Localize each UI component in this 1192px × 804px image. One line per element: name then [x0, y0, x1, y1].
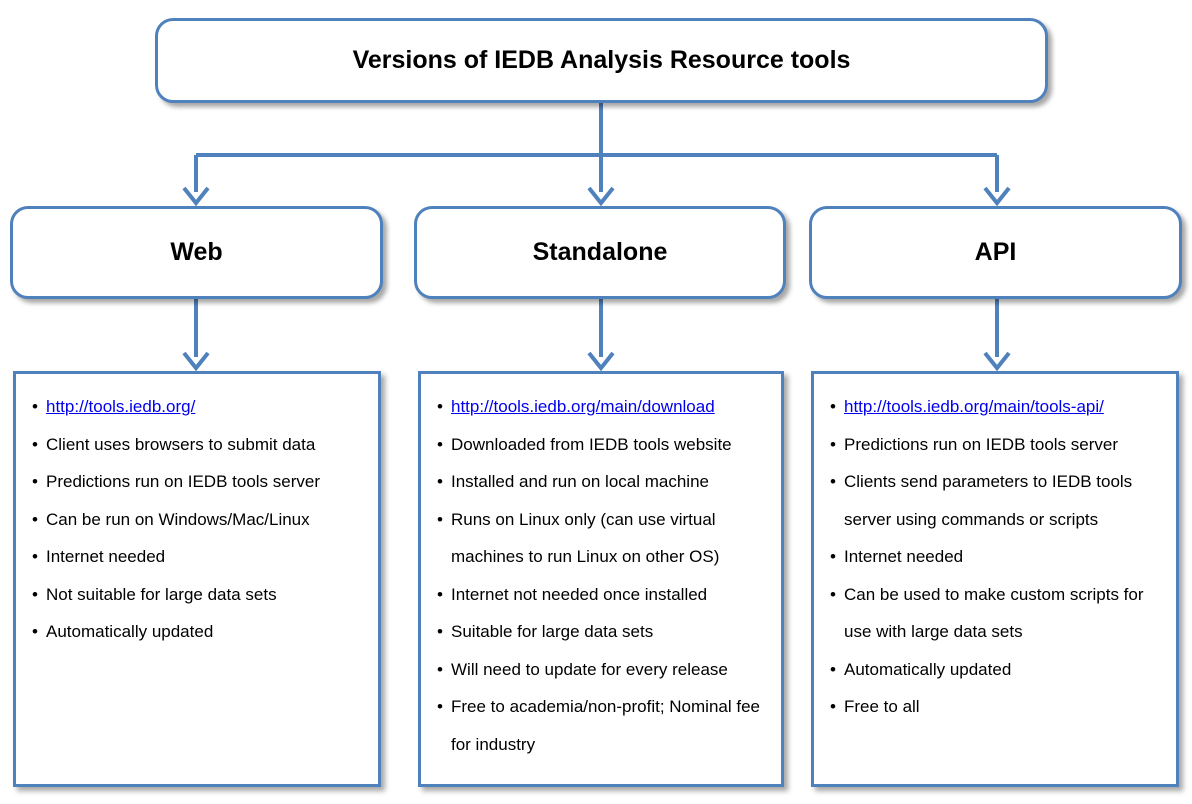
standalone-label: Standalone — [532, 238, 668, 266]
api-node: API — [809, 206, 1182, 299]
list-item: Predictions run on IEDB tools server — [32, 463, 368, 501]
standalone-link[interactable]: http://tools.iedb.org/main/download — [451, 397, 715, 416]
standalone-link-item: http://tools.iedb.org/main/download — [437, 388, 771, 426]
list-item: Internet not needed once installed — [437, 576, 771, 614]
list-item: Free to all — [830, 688, 1166, 726]
list-item: Downloaded from IEDB tools website — [437, 426, 771, 464]
list-item: Internet needed — [830, 538, 1166, 576]
api-link[interactable]: http://tools.iedb.org/main/tools-api/ — [844, 397, 1104, 416]
root-node: Versions of IEDB Analysis Resource tools — [155, 18, 1048, 103]
web-arrowhead-bottom — [182, 351, 210, 372]
web-label: Web — [170, 238, 223, 266]
web-feature-list: http://tools.iedb.org/ Client uses brows… — [32, 388, 368, 651]
list-item: Free to academia/non-profit; Nominal fee… — [437, 688, 771, 763]
api-arrowhead-top — [983, 186, 1011, 207]
list-item: Installed and run on local machine — [437, 463, 771, 501]
api-feature-list: http://tools.iedb.org/main/tools-api/ Pr… — [830, 388, 1166, 726]
standalone-details-box: http://tools.iedb.org/main/download Down… — [418, 371, 784, 787]
list-item: Suitable for large data sets — [437, 613, 771, 651]
list-item: Automatically updated — [830, 651, 1166, 689]
list-item: Clients send parameters to IEDB tools se… — [830, 463, 1166, 538]
web-link-item: http://tools.iedb.org/ — [32, 388, 368, 426]
api-link-item: http://tools.iedb.org/main/tools-api/ — [830, 388, 1166, 426]
root-label: Versions of IEDB Analysis Resource tools — [352, 46, 851, 74]
list-item: Can be used to make custom scripts for u… — [830, 576, 1166, 651]
standalone-arrowhead-top — [587, 186, 615, 207]
web-link[interactable]: http://tools.iedb.org/ — [46, 397, 196, 416]
list-item: Automatically updated — [32, 613, 368, 651]
api-arrowhead-bottom — [983, 351, 1011, 372]
web-details-box: http://tools.iedb.org/ Client uses brows… — [13, 371, 381, 787]
api-details-box: http://tools.iedb.org/main/tools-api/ Pr… — [811, 371, 1179, 787]
list-item: Client uses browsers to submit data — [32, 426, 368, 464]
standalone-feature-list: http://tools.iedb.org/main/download Down… — [437, 388, 771, 763]
standalone-node: Standalone — [414, 206, 786, 299]
list-item: Predictions run on IEDB tools server — [830, 426, 1166, 464]
standalone-arrowhead-bottom — [587, 351, 615, 372]
list-item: Can be run on Windows/Mac/Linux — [32, 501, 368, 539]
list-item: Runs on Linux only (can use virtual mach… — [437, 501, 771, 576]
list-item: Will need to update for every release — [437, 651, 771, 689]
api-label: API — [974, 238, 1017, 266]
list-item: Internet needed — [32, 538, 368, 576]
web-arrowhead-top — [182, 186, 210, 207]
web-node: Web — [10, 206, 383, 299]
list-item: Not suitable for large data sets — [32, 576, 368, 614]
